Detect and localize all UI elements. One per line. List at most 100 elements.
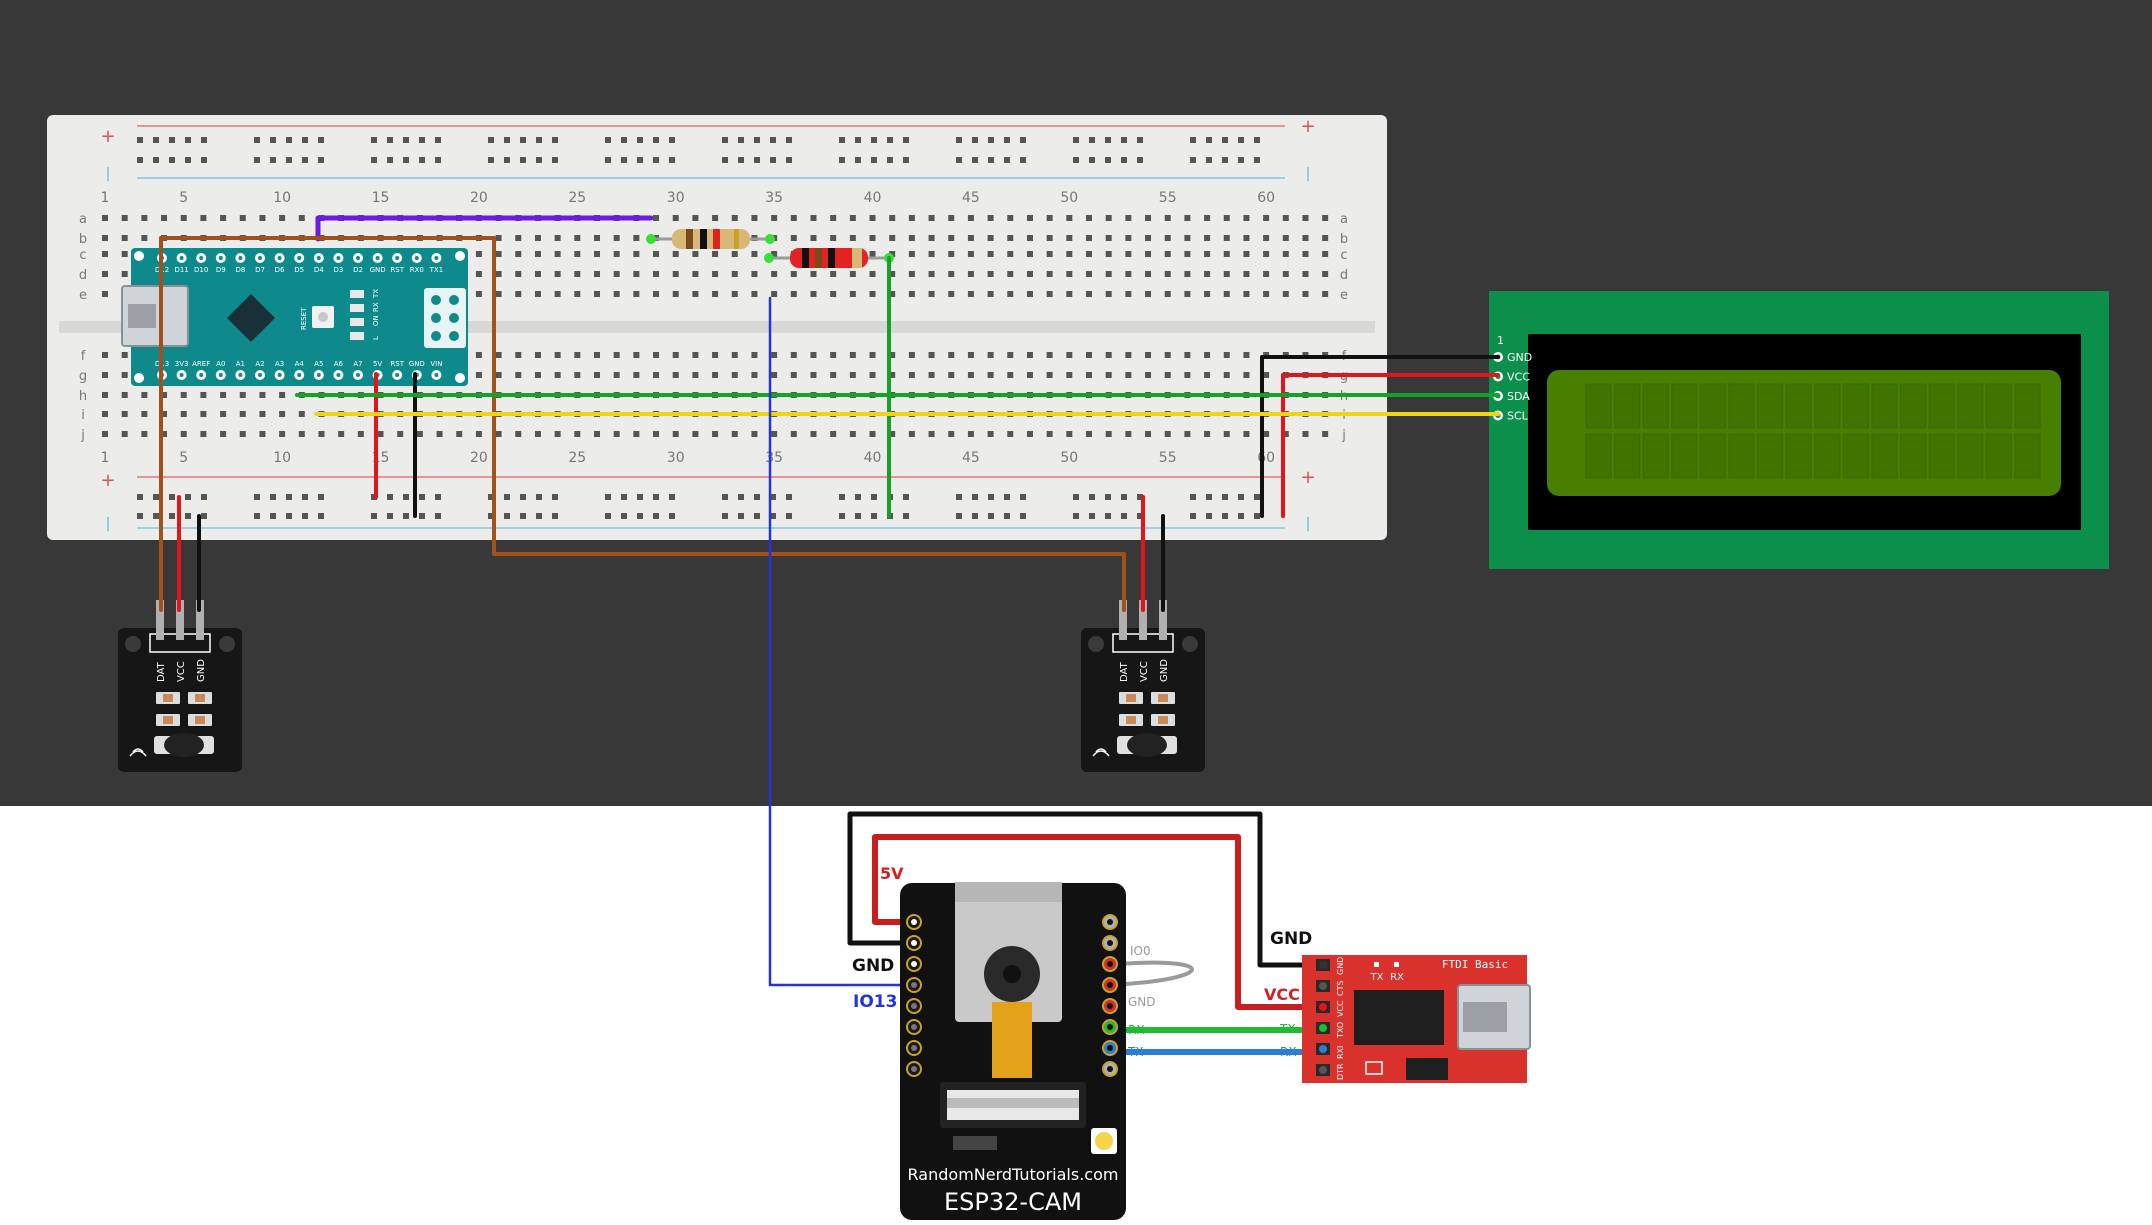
rail-hole <box>1190 494 1196 500</box>
breadboard-hole <box>830 372 837 378</box>
rail-hole <box>387 494 393 500</box>
rail-hole <box>621 513 627 519</box>
breadboard-hole <box>515 352 522 358</box>
breadboard-hole <box>790 291 797 297</box>
lcd-pin-label: VCC <box>1507 371 1530 384</box>
breadboard-hole <box>908 291 915 297</box>
breadboard-hole <box>908 251 915 257</box>
esp32-right-pins <box>1102 914 1118 1077</box>
lcd-cell <box>1871 433 1898 479</box>
nano-pin-label: D4 <box>314 266 324 274</box>
rail-hole <box>738 137 744 143</box>
breadboard-hole <box>1184 215 1191 221</box>
breadboard-hole <box>1204 431 1211 437</box>
lcd-cell <box>1699 433 1726 479</box>
breadboard-hole <box>987 251 994 257</box>
esp32-cam: RandomNerdTutorials.com ESP32-CAM <box>900 882 1126 1220</box>
ftdi-led-rx: RX <box>1390 972 1404 983</box>
breadboard-hole <box>987 372 994 378</box>
wire-red-esp-5v <box>872 834 1327 1010</box>
breadboard-hole <box>731 215 738 221</box>
nano-led-label: TX <box>372 289 380 299</box>
breadboard-hole <box>712 372 719 378</box>
breadboard-hole <box>889 352 896 358</box>
lcd-cell <box>1900 383 1927 429</box>
breadboard-hole <box>1026 251 1033 257</box>
rail-hole <box>270 157 276 163</box>
rail-hole <box>887 157 893 163</box>
breadboard-hole <box>1066 352 1073 358</box>
rail-hole <box>605 494 611 500</box>
nano-pin-label: A4 <box>295 360 305 368</box>
breadboard-hole <box>1243 431 1250 437</box>
nano-pin-label: D5 <box>294 266 304 274</box>
breadboard-hole <box>672 291 679 297</box>
rail-hole <box>201 137 207 143</box>
breadboard-hole <box>869 372 876 378</box>
nano-pin-hole <box>258 256 262 260</box>
rail-hole <box>435 137 441 143</box>
breadboard-hole <box>1263 235 1270 241</box>
breadboard-hole <box>672 372 679 378</box>
rail-hole <box>903 137 909 143</box>
nano-pin-hole <box>238 373 243 377</box>
breadboard-hole <box>416 431 423 437</box>
rail-hole <box>536 494 542 500</box>
rail-hole <box>153 137 159 143</box>
rail-hole <box>738 513 744 519</box>
rail-hole <box>318 157 324 163</box>
breadboard-hole <box>948 235 955 241</box>
nano-pin-hole <box>297 373 302 377</box>
breadboard-hole <box>869 251 876 257</box>
breadboard-hole <box>121 392 128 398</box>
breadboard-hole <box>653 352 660 358</box>
esp32-label-gnd: GND <box>852 956 894 976</box>
breadboard-hole <box>908 352 915 358</box>
breadboard-hole <box>790 431 797 437</box>
breadboard-hole <box>1086 291 1092 297</box>
esp32-pin-hole <box>1107 1024 1113 1030</box>
breadboard-hole <box>1204 352 1211 358</box>
lcd-cell <box>1614 383 1641 429</box>
lcd-cell <box>1671 433 1698 479</box>
ftdi-pin-dot <box>1319 1024 1327 1032</box>
breadboard-hole <box>1026 271 1033 277</box>
breadboard-hole <box>1105 372 1112 378</box>
breadboard-hole <box>397 431 404 437</box>
breadboard-hole <box>908 431 915 437</box>
column-number: 20 <box>470 450 488 466</box>
wire-black-esp-gnd <box>847 811 1327 968</box>
breadboard-hole <box>790 352 797 358</box>
nano-pin-label: D8 <box>235 266 245 274</box>
breadboard-hole <box>1086 271 1092 277</box>
breadboard-hole <box>141 411 148 417</box>
ir-receiver <box>1127 733 1167 757</box>
breadboard-hole <box>1007 251 1014 257</box>
rail-hole <box>887 137 893 143</box>
breadboard-hole <box>830 431 837 437</box>
breadboard-hole <box>161 215 168 221</box>
breadboard-hole <box>653 431 660 437</box>
breadboard-hole <box>1046 251 1053 257</box>
breadboard-hole <box>515 291 522 297</box>
mounting-hole <box>125 636 141 652</box>
breadboard-hole <box>1125 372 1132 378</box>
breadboard-hole <box>948 251 955 257</box>
breadboard-hole <box>102 431 108 437</box>
breadboard-hole <box>1026 215 1033 221</box>
breadboard-hole <box>1007 291 1014 297</box>
nano-pin-label: 5V <box>373 360 382 368</box>
breadboard-hole <box>1184 372 1191 378</box>
rail-hole <box>552 137 558 143</box>
breadboard-hole <box>771 215 778 221</box>
rail-hole <box>988 137 994 143</box>
rail-hole <box>201 513 207 519</box>
rail-hole <box>435 513 441 519</box>
breadboard-hole <box>672 215 679 221</box>
breadboard-hole <box>1302 271 1309 277</box>
breadboard-hole <box>731 431 738 437</box>
ftdi-label-rx: RX <box>1280 1045 1297 1059</box>
esp32-label-io13: IO13 <box>853 992 897 1012</box>
rail-hole <box>1073 513 1079 519</box>
